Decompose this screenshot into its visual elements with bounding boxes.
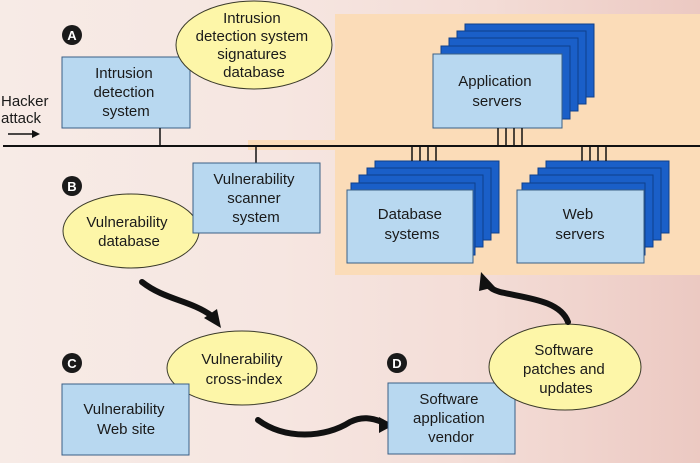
vulnerability-web-site-box [61,383,190,456]
software-application-vendor-box [387,382,516,455]
svg-text:B: B [67,179,76,194]
software-patches-ellipse [488,323,642,411]
badge-b: B [62,176,82,196]
intrusion-detection-system-box [61,56,191,129]
svg-text:A: A [67,28,77,43]
vulnerability-database-ellipse [62,193,200,269]
badge-c: C [62,353,82,373]
software-application-vendor-label: Software application vendor [413,391,489,446]
vulnerability-cross-index-ellipse [166,330,318,406]
application-servers-label: Application servers [458,73,536,110]
ids-signatures-database-label: Intrusion detection system signatures da… [196,10,313,81]
arrow-patches-to-servers [479,272,571,325]
hacker-attack-label: Hacker attack [1,93,53,127]
web-servers-connectors [581,146,607,161]
arrow-database-to-cross-index [139,279,221,328]
badge-a: A [62,25,82,45]
arrow-cross-index-to-vendor [255,415,394,438]
vulnerability-scanner-label: Vulnerability scanner system [213,171,298,226]
application-servers-connectors [497,128,523,146]
database-systems-label: Database systems [378,206,446,243]
ids-signatures-database-ellipse [175,0,333,90]
vulnerability-web-site-label: Vulnerability Web site [83,401,168,438]
application-servers-stack [432,23,595,129]
software-patches-label: Software patches and updates [523,342,609,397]
badge-d: D [387,353,407,373]
web-servers-label: Web servers [555,206,604,243]
web-servers-stack [516,160,670,264]
intrusion-detection-system-label: Intrusion detection system [93,65,158,120]
svg-text:D: D [392,356,401,371]
vulnerability-cross-index-label: Vulnerability cross-index [201,351,286,388]
database-systems-stack [346,160,500,264]
hacker-attack-arrow [8,130,40,138]
vulnerability-scanner-box [192,162,321,234]
database-systems-connectors [411,146,437,161]
vulnerability-database-label: Vulnerability database [86,214,171,250]
svg-text:C: C [67,356,77,371]
